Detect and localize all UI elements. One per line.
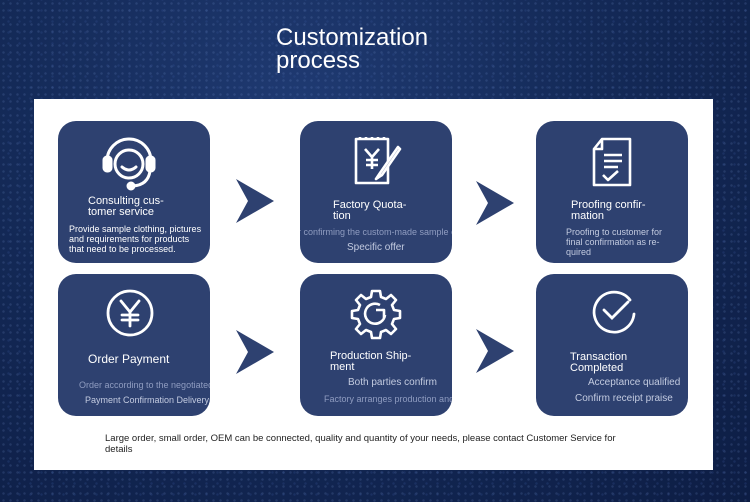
arrow-right-icon	[476, 329, 514, 373]
arrow-right-icon	[236, 179, 274, 223]
page-title: Customization process	[276, 24, 429, 74]
footer-note: Large order, small order, OEM can be con…	[105, 433, 616, 455]
step-payment-card: Order Payment Order according to the neg…	[58, 274, 210, 416]
step-quotation-desc-2: Specific offer	[347, 242, 405, 253]
step-completed-card: Transaction Completed Acceptance qualifi…	[536, 274, 688, 416]
check-circle-icon	[592, 290, 636, 334]
step-completed-desc-1: Acceptance qualified	[588, 377, 681, 388]
step-proofing-desc: Proofing to customer for final confirmat…	[566, 227, 663, 257]
arrow-right-icon	[236, 330, 274, 374]
step-payment-desc-2: Payment Confirmation Delivery Date	[85, 395, 210, 405]
headset-icon	[102, 137, 156, 191]
step-production-desc-2: Factory arranges production and delivery	[324, 394, 452, 404]
gear-icon	[350, 289, 402, 340]
step-consulting-title: Consulting cus- tomer service	[88, 195, 164, 218]
step-completed-desc-2: Confirm receipt praise	[575, 393, 673, 404]
process-panel: Consulting cus- tomer service Provide sa…	[34, 99, 713, 470]
arrow-right-icon	[476, 181, 514, 225]
step-completed-title: Transaction Completed	[570, 351, 628, 374]
quotation-edit-icon	[354, 137, 402, 185]
step-payment-desc-1: Order according to the negotiated price	[79, 380, 210, 390]
step-payment-title: Order Payment	[88, 352, 170, 366]
document-check-icon	[592, 137, 632, 187]
title-line-1: Customization	[276, 24, 429, 51]
step-consulting-desc: Provide sample clothing, pictures and re…	[69, 224, 202, 254]
title-line-2: process	[276, 47, 361, 74]
step-quotation-title: Factory Quota- tion	[333, 199, 407, 222]
yen-coin-icon	[106, 289, 154, 337]
step-production-title: Production Ship- ment	[330, 350, 412, 373]
step-proofing-card: Proofing confir- mation Proofing to cust…	[536, 121, 688, 263]
step-production-card: Production Ship- ment Both parties confi…	[300, 274, 452, 416]
step-quotation-card: Factory Quota- tion After confirming the…	[300, 121, 452, 263]
step-proofing-title: Proofing confir- mation	[571, 199, 646, 222]
step-production-desc-1: Both parties confirm	[348, 377, 437, 388]
step-quotation-desc-1: After confirming the custom-made sample …	[300, 227, 452, 237]
step-consulting-card: Consulting cus- tomer service Provide sa…	[58, 121, 210, 263]
